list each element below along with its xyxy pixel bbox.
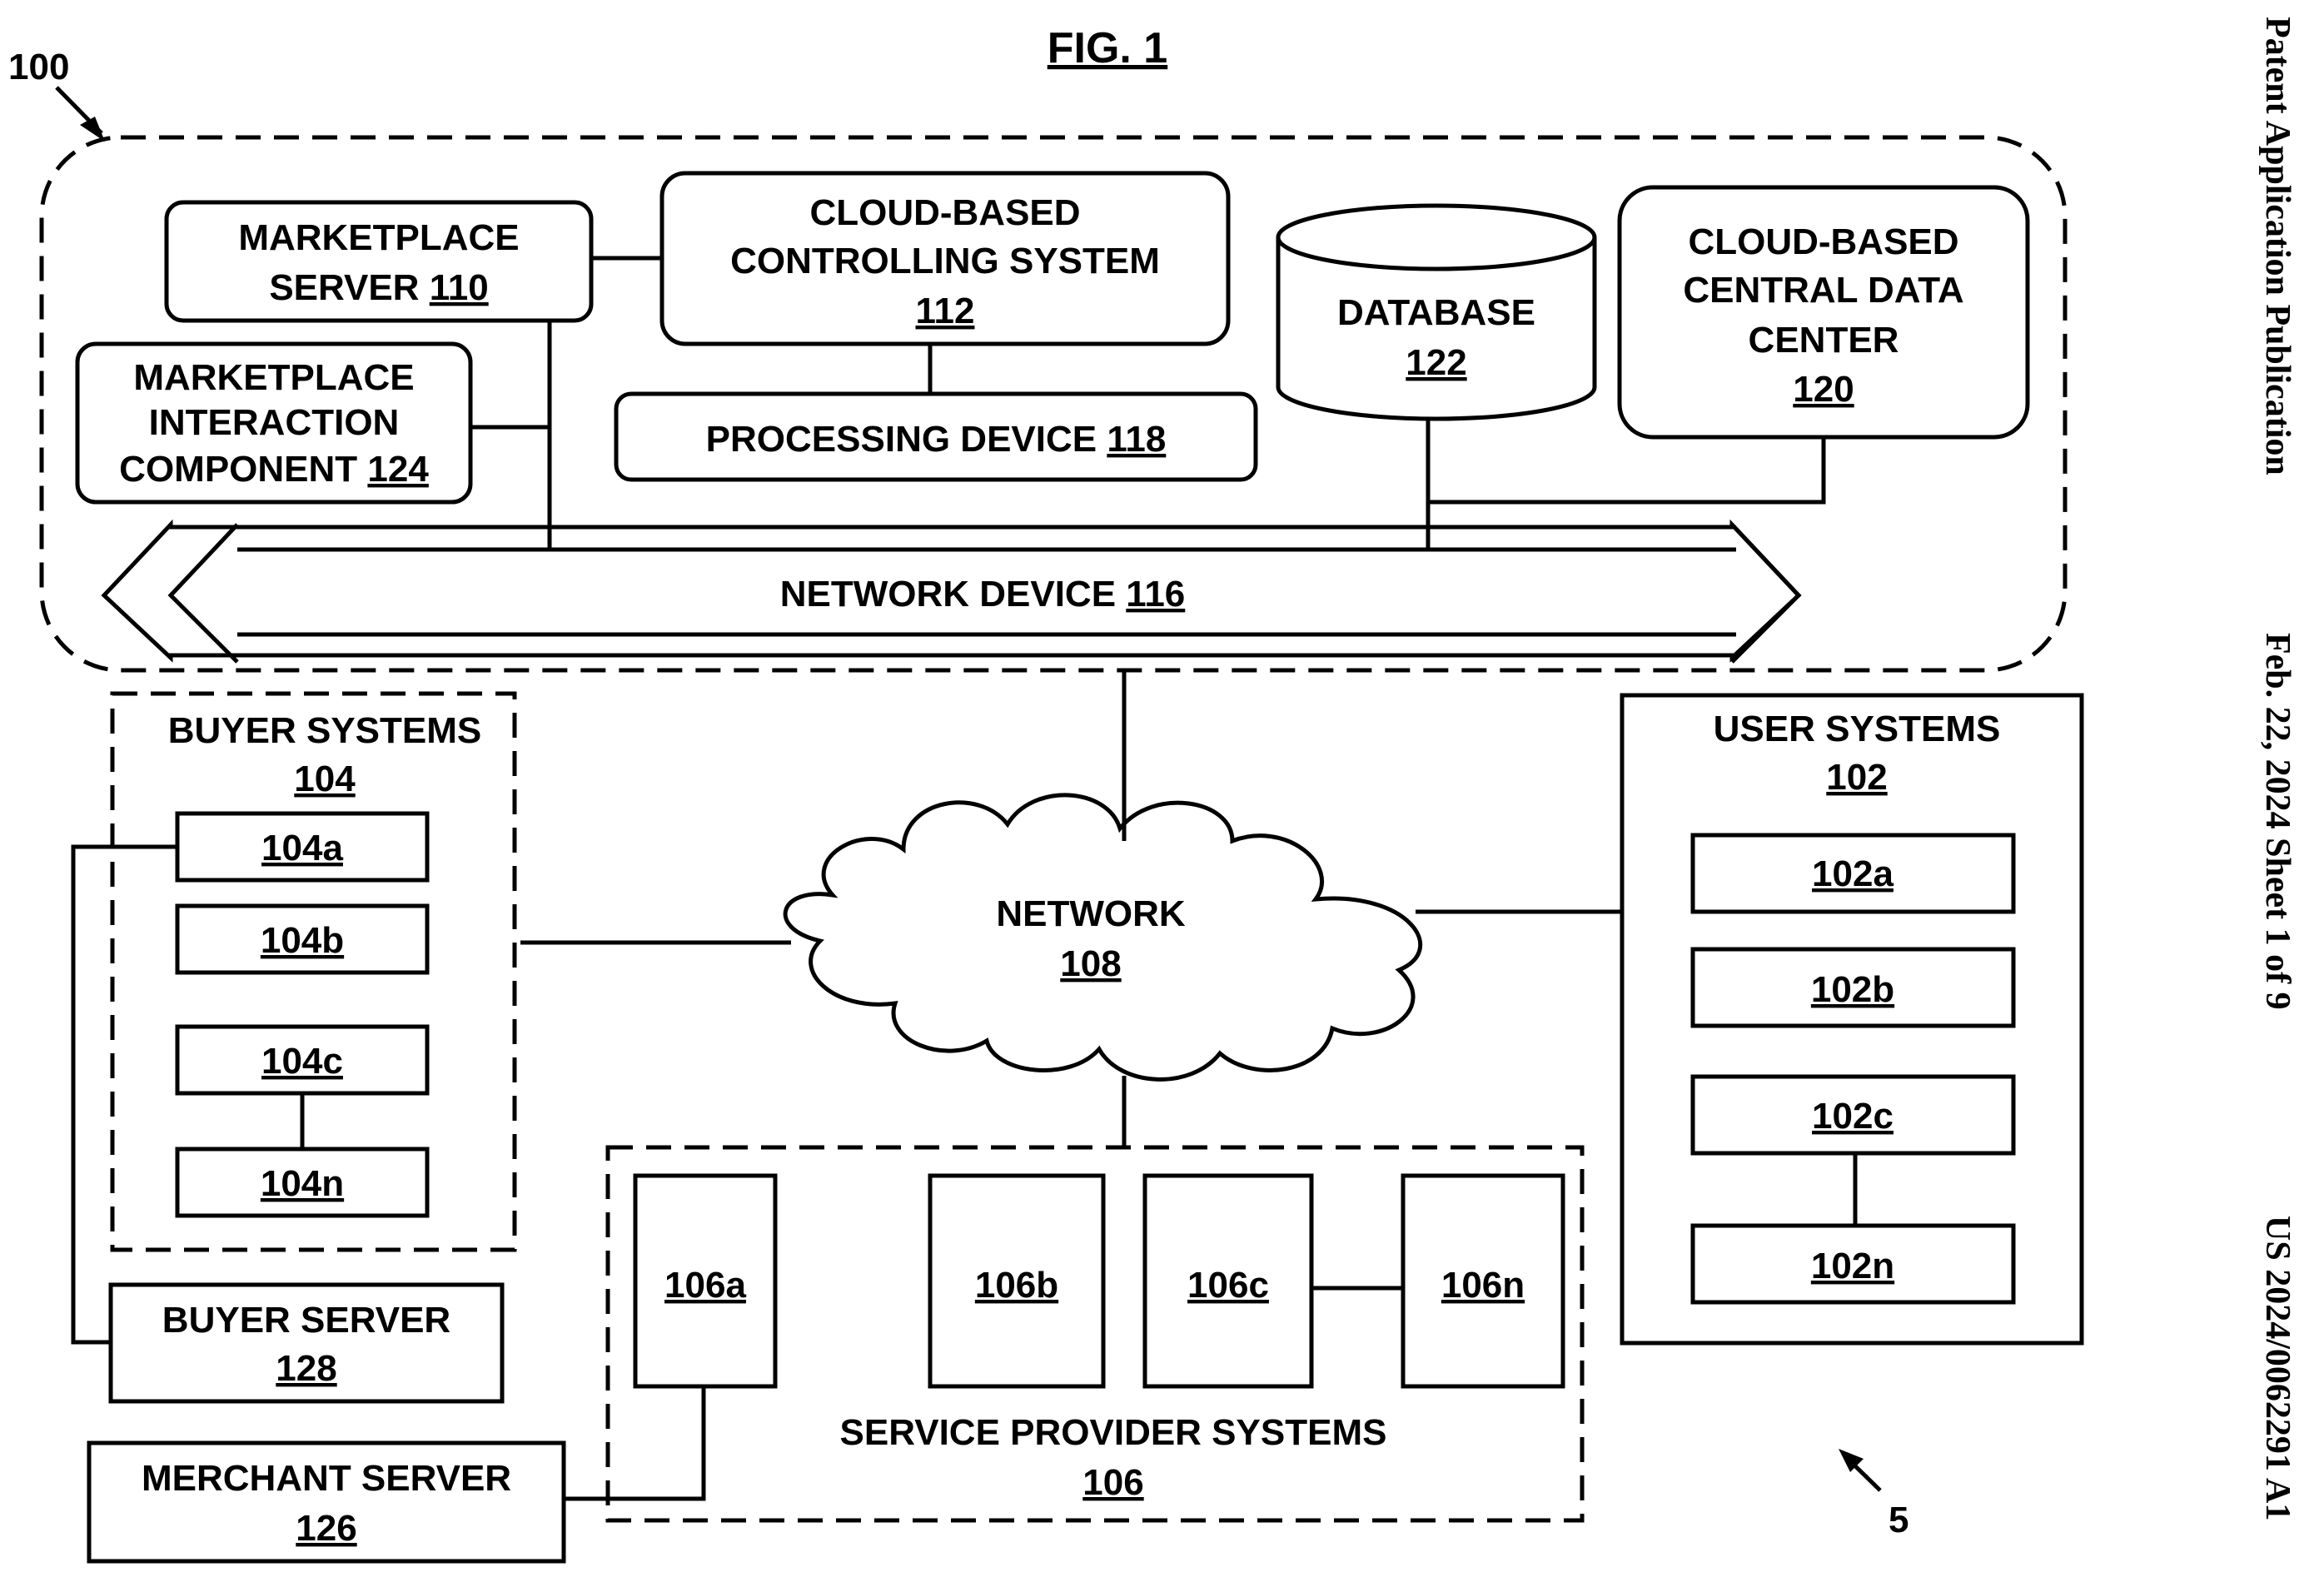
publication-date-sheet: Feb. 22, 2024 Sheet 1 of 9 — [2258, 633, 2297, 1010]
user-system-102b-label: 102b — [1811, 969, 1894, 1010]
service-provider-106a-label: 106a — [664, 1265, 746, 1306]
central-data-center-line3: CENTER — [1749, 320, 1899, 361]
connector-buyer-server-104a — [73, 847, 177, 1342]
user-systems-label: USER SYSTEMS — [1714, 709, 2001, 749]
user-systems-ref: 102 — [1826, 757, 1887, 798]
network-device-right-head — [1732, 525, 1799, 662]
network-device-ref: 116 — [1126, 574, 1185, 614]
buyer-server-label: BUYER SERVER — [162, 1300, 450, 1341]
interaction-component-line2: INTERACTION — [149, 402, 400, 443]
service-provider-ref: 106 — [1082, 1462, 1143, 1503]
database-label: DATABASE — [1337, 292, 1535, 333]
publication-number: US 2024/0062291 A1 — [2258, 1216, 2297, 1520]
user-system-102n-label: 102n — [1811, 1246, 1894, 1286]
controlling-system-line1: CLOUD-BASED — [809, 192, 1080, 233]
buyer-system-104a-label: 104a — [261, 828, 343, 868]
buyer-system-104c-label: 104c — [261, 1041, 343, 1082]
service-provider-106b-label: 106b — [975, 1265, 1058, 1306]
user-system-102a-label: 102a — [1812, 853, 1894, 894]
merchant-server-label: MERCHANT SERVER — [142, 1458, 511, 1499]
service-provider-label: SERVICE PROVIDER SYSTEMS — [840, 1412, 1387, 1453]
processing-device-label: PROCESSING DEVICE 118 — [706, 419, 1167, 460]
buyer-systems-label: BUYER SYSTEMS — [168, 710, 482, 751]
user-system-102c-label: 102c — [1812, 1096, 1894, 1137]
central-data-center-line2: CENTRAL DATA — [1683, 270, 1963, 311]
interaction-component-line3: COMPONENT 124 — [119, 449, 429, 490]
database-cylinder-top — [1278, 206, 1595, 269]
processing-device-ref: 118 — [1107, 419, 1166, 460]
buyer-system-104b-label: 104b — [261, 920, 344, 961]
connector-data-center-bus — [1428, 437, 1824, 502]
connector-merchant-server-106a — [564, 1386, 704, 1499]
buyer-server-ref: 128 — [276, 1348, 336, 1389]
interaction-component-ref: 124 — [367, 449, 429, 490]
merchant-server-ref: 126 — [296, 1508, 356, 1549]
network-device-label: NETWORK DEVICE 116 — [780, 574, 1186, 614]
controlling-system-ref: 112 — [916, 291, 975, 331]
side-header: Patent Application Publication Feb. 22, … — [2258, 17, 2297, 1520]
system-ref-label: 100 — [8, 47, 69, 87]
network-device-left-head — [171, 525, 237, 662]
figure-title: FIG. 1 — [1048, 24, 1167, 72]
service-provider-106n-label: 106n — [1441, 1265, 1525, 1306]
network-ref: 108 — [1060, 943, 1121, 984]
database-ref: 122 — [1406, 342, 1466, 383]
publication-type: Patent Application Publication — [2258, 17, 2297, 475]
marketplace-server-line1: MARKETPLACE — [238, 217, 519, 258]
network-cloud — [785, 795, 1421, 1079]
network-label: NETWORK — [996, 893, 1186, 934]
buyer-systems-ref: 104 — [294, 759, 356, 799]
central-data-center-ref: 120 — [1793, 369, 1854, 410]
central-data-center-line1: CLOUD-BASED — [1688, 221, 1958, 262]
interaction-component-line1: MARKETPLACE — [133, 357, 414, 398]
marketplace-server-line2: SERVER 110 — [269, 267, 488, 308]
controlling-system-line2: CONTROLLING SYSTEM — [730, 241, 1160, 281]
marketplace-server-ref: 110 — [430, 267, 489, 308]
buyer-system-104n-label: 104n — [261, 1163, 344, 1204]
service-provider-106c-label: 106c — [1187, 1265, 1269, 1306]
marker-ref-label: 5 — [1889, 1500, 1908, 1540]
